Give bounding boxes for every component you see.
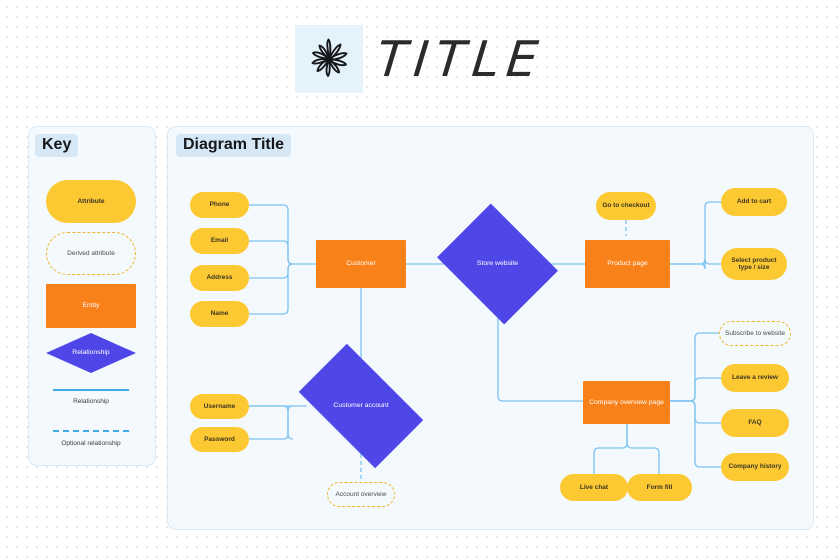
node-label: Add to cart [736,198,772,206]
key-caption-optional-relationship: Optional relationship [61,440,121,447]
node-label: Leave a review [732,374,778,382]
node-store-website[interactable]: Store website [437,203,558,325]
key-panel-title: Key [35,134,79,157]
node-label: Company overview page [589,398,664,406]
node-label: Company history [728,463,782,471]
node-email[interactable]: Email [190,228,249,254]
node-customer[interactable]: Customer [316,240,406,288]
node-faq[interactable]: FAQ [721,409,789,437]
node-leave-a-review[interactable]: Leave a review [721,364,789,392]
key-swatch-relationship: Relationship [46,333,136,373]
key-line-solid [53,389,129,391]
node-label: Customer [346,260,376,268]
node-label: Go to checkout [602,202,650,210]
node-label: Store website [476,260,519,268]
key-label-relationship: Relationship [72,349,110,357]
node-account-overview[interactable]: Account overview [327,482,395,507]
page-title: TITLE [374,30,548,88]
node-form-fill[interactable]: Form fill [627,474,692,501]
key-label-entity: Entity [82,302,100,310]
node-company-overview-page[interactable]: Company overview page [583,381,670,424]
node-label: Subscribe to website [725,329,785,337]
node-company-history[interactable]: Company history [721,453,789,481]
node-phone[interactable]: Phone [190,192,249,218]
node-label: Email [210,237,229,245]
node-label: Password [204,435,235,443]
flower-daisy-icon [295,25,364,93]
node-label: Customer account [333,402,389,410]
node-username[interactable]: Username [190,394,249,419]
key-swatch-entity: Entity [46,284,136,328]
node-subscribe-to-website[interactable]: Subscribe to website [719,321,791,346]
node-product-page[interactable]: Product page [585,240,670,288]
node-label: Account overview [335,490,387,498]
node-live-chat[interactable]: Live chat [560,474,628,501]
node-label: Address [206,274,233,282]
node-address[interactable]: Address [190,265,249,291]
node-select-product-type-size[interactable]: Select product type / size [721,248,787,280]
node-label: Live chat [579,483,609,491]
node-label: Name [210,310,229,318]
node-label: Select product type / size [731,256,777,271]
node-password[interactable]: Password [190,427,249,452]
node-label: Form fill [646,483,673,491]
node-label: Product page [607,260,648,268]
board-header: TITLE [0,14,840,104]
diagram-panel-title: Diagram Title [176,134,292,157]
node-go-to-checkout[interactable]: Go to checkout [596,192,656,220]
node-label: FAQ [748,419,762,427]
node-customer-account[interactable]: Customer account [298,343,424,469]
node-label: Phone [209,201,230,209]
key-swatch-derived-attribute: Derived attribute [46,232,136,275]
key-swatch-attribute: Attribute [46,180,136,223]
node-add-to-cart[interactable]: Add to cart [721,188,787,216]
key-label-attribute: Attribute [77,197,105,205]
key-line-dashed [53,430,129,432]
node-name[interactable]: Name [190,301,249,327]
key-caption-relationship: Relationship [73,398,109,405]
node-label: Username [203,402,236,410]
diagram-panel [167,126,814,530]
key-label-derived-attribute: Derived attribute [67,249,115,257]
